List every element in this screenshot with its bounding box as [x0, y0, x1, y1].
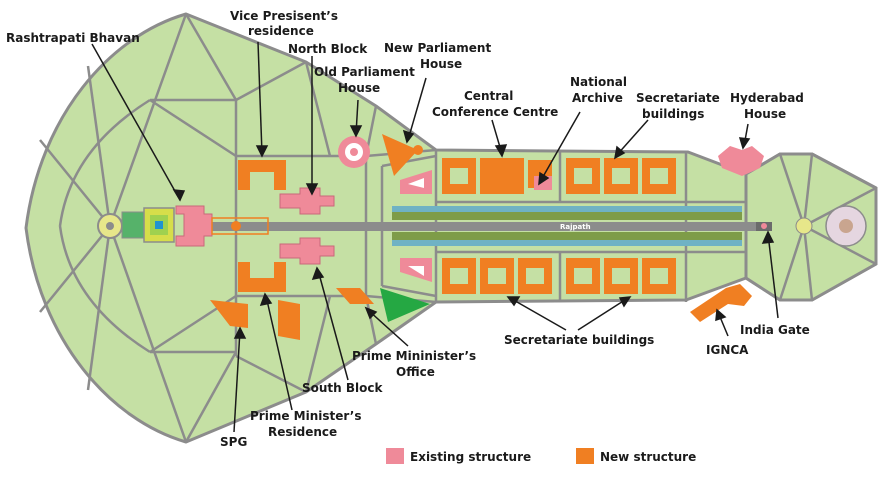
label-ignca: IGNCA: [706, 343, 749, 357]
label-old-parliament-1: Old Parliament: [314, 65, 415, 79]
label-sec-bottom: Secretariate buildings: [504, 333, 654, 347]
hyderabad-house: [718, 146, 764, 176]
label-vp-residence-1: Vice Presisent’s: [230, 9, 338, 23]
label-old-parliament-2: House: [338, 81, 380, 95]
label-india-gate: India Gate: [740, 323, 810, 337]
label-vp-residence-2: residence: [248, 24, 314, 38]
label-pm-res-2: Residence: [268, 425, 337, 439]
legend-label-existing: Existing structure: [410, 450, 531, 464]
vp-residence: [238, 160, 286, 190]
south-block: [279, 237, 335, 265]
label-sec-top-2: buildings: [642, 107, 704, 121]
label-pmo-2: Office: [396, 365, 435, 379]
label-rashtrapati-bhavan: Rashtrapati Bhavan: [6, 31, 140, 45]
label-pmo-1: Prime Mininister’s: [352, 349, 476, 363]
pm-office-triangle: [380, 288, 430, 322]
pm-office-building: [336, 288, 374, 304]
rajpath-road: [200, 222, 760, 231]
spg-annex: [278, 300, 300, 340]
label-hyderabad-2: House: [744, 107, 786, 121]
pm-residence: [238, 262, 286, 292]
spg-building: [210, 300, 248, 328]
label-hyderabad-1: Hyderabad: [730, 91, 804, 105]
legend-label-new: New structure: [600, 450, 696, 464]
label-south-block: South Block: [302, 381, 384, 395]
label-ccc-2: Conference Centre: [432, 105, 558, 119]
legend: Existing structure New structure: [386, 448, 696, 464]
north-block: [279, 187, 335, 215]
label-north-block: North Block: [288, 42, 368, 56]
label-pm-res-1: Prime Minister’s: [250, 409, 362, 423]
label-new-parliament-2: House: [420, 57, 462, 71]
label-sec-top-1: Secretariate: [636, 91, 720, 105]
new-parliament-house: [382, 134, 418, 176]
label-new-parliament-1: New Parliament: [384, 41, 491, 55]
rashtrapati-bhavan: [175, 205, 213, 247]
water-channels: [392, 206, 742, 246]
secretariat-north: [442, 158, 676, 194]
legend-swatch-new: [576, 448, 594, 464]
rajpath-label: Rajpath: [560, 223, 591, 231]
label-archive-2: Archive: [572, 91, 623, 105]
label-ccc-1: Central: [464, 89, 513, 103]
ignca-building: [690, 284, 752, 322]
label-spg: SPG: [220, 435, 247, 449]
leader-lines: [91, 41, 779, 433]
canopy-circle: [795, 217, 813, 235]
label-archive-1: National: [570, 75, 627, 89]
legend-swatch-existing: [386, 448, 404, 464]
